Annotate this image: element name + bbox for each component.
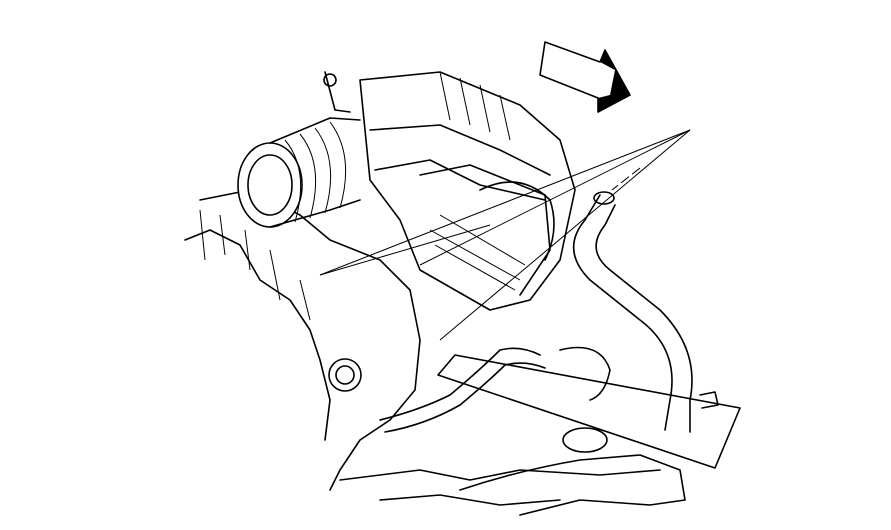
lower-hoses bbox=[379, 346, 686, 516]
intake-duct bbox=[237, 117, 361, 228]
callout-leader-lines bbox=[319, 129, 691, 341]
coolant-hose bbox=[572, 191, 719, 433]
direction-arrow-icon bbox=[539, 41, 631, 113]
detail-inset-frame bbox=[437, 354, 741, 469]
engine-block bbox=[184, 71, 661, 506]
air-cleaner-housing bbox=[359, 71, 576, 311]
